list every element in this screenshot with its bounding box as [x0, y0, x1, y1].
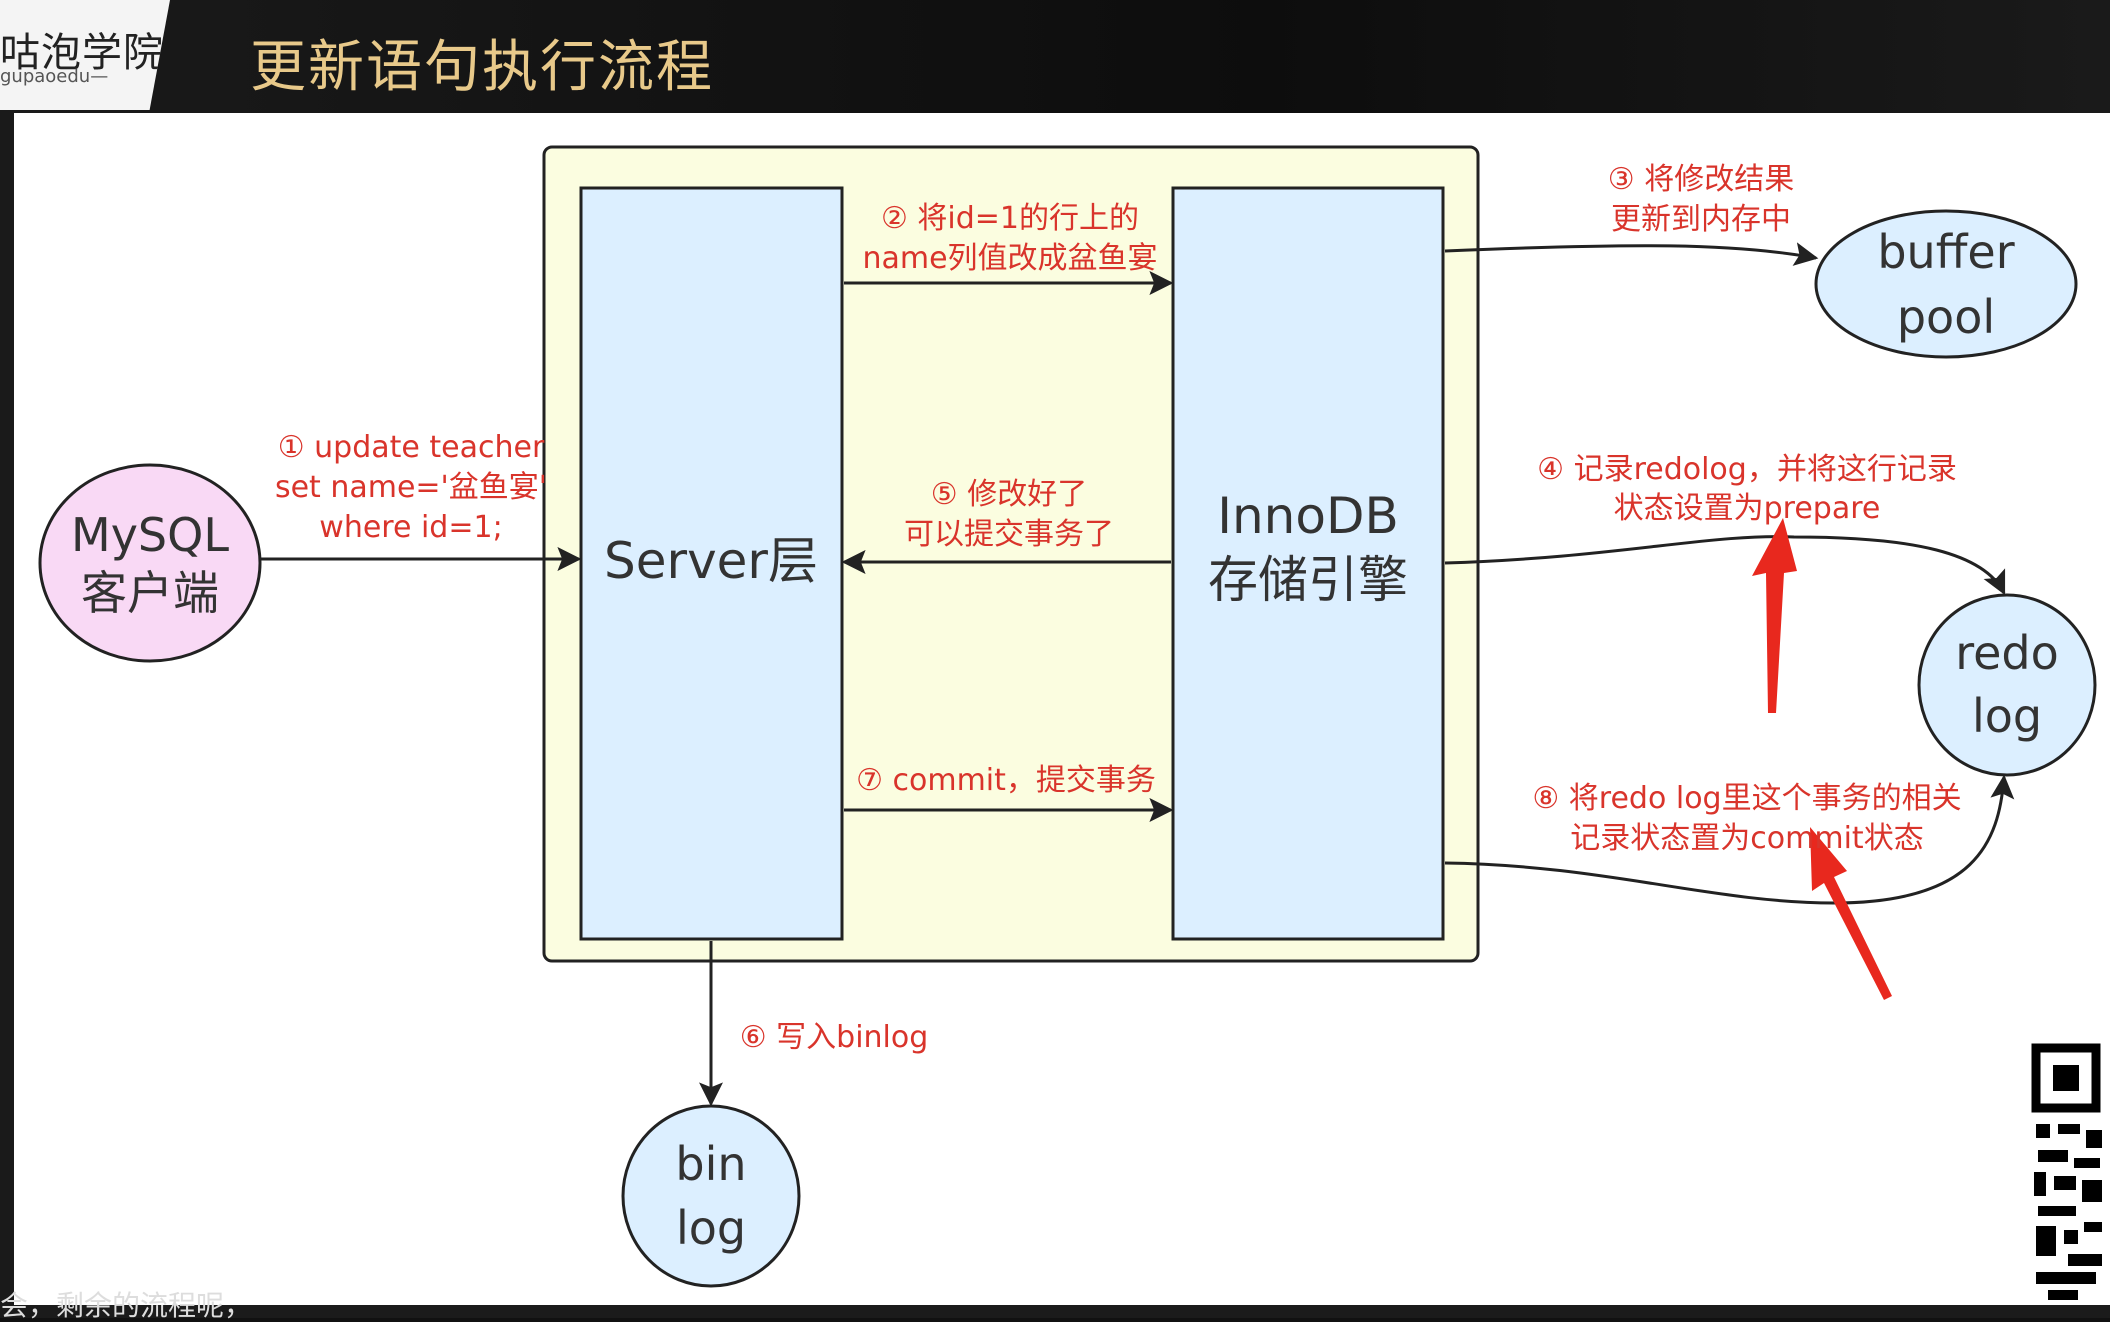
annotation-arrow-prepare	[1752, 518, 1797, 713]
step5-line2: 可以提交事务了	[904, 517, 1114, 552]
step1-line3: where id=1;	[319, 510, 502, 545]
step4-line1: ④ 记录redolog，并将这行记录	[1537, 452, 1957, 487]
step1-line2: set name='盆鱼宴'	[275, 470, 547, 505]
video-bottom-bar	[0, 1305, 2110, 1318]
mysql-client-node	[38, 463, 262, 663]
buffer-pool-node	[1814, 209, 2078, 359]
step8-line1: ⑧ 将redo log里这个事务的相关	[1532, 781, 1961, 816]
flow-diagram: Server层 InnoDB 存储引擎 MySQL 客户端 buffer poo…	[38, 145, 2097, 1288]
redo-log-line1: redo	[1955, 626, 2059, 680]
redo-log-line2: log	[1972, 689, 2042, 743]
step7-label: ⑦ commit，提交事务	[856, 763, 1156, 798]
slide-canvas: Server层 InnoDB 存储引擎 MySQL 客户端 buffer poo…	[14, 113, 2110, 1305]
step-labels: ① update teacher set name='盆鱼宴' where id…	[275, 162, 1962, 1055]
logo-text: 咕泡学院	[0, 30, 164, 76]
slide-header: 咕泡学院 gupaoedu— 更新语句执行流程	[0, 0, 2110, 113]
step6-label: ⑥ 写入binlog	[740, 1020, 929, 1055]
video-subtitle: 会，剩余的流程呢，	[0, 1289, 253, 1322]
arrow-innodb-to-buffer-pool	[1444, 242, 1819, 266]
step4-line2: 状态设置为prepare	[1614, 491, 1881, 526]
step2-line1: ② 将id=1的行上的	[881, 201, 1139, 236]
step5-line1: ⑤ 修改好了	[931, 477, 1087, 512]
step1-line1: ① update teacher	[278, 430, 545, 465]
step3-line2: 更新到内存中	[1611, 202, 1791, 237]
innodb-box	[1171, 186, 1445, 941]
step8-line2: 记录状态置为commit状态	[1570, 821, 1923, 856]
redo-log-node	[1917, 593, 2097, 777]
bin-log-node	[621, 1104, 801, 1288]
bin-log-line1: bin	[675, 1137, 746, 1191]
step2-line2: name列值改成盆鱼宴	[862, 241, 1157, 276]
arrow-innodb-to-redolog-prepare	[1444, 535, 2006, 596]
innodb-label-line2: 存储引擎	[1208, 551, 1408, 609]
logo: 咕泡学院 gupaoedu—	[0, 0, 170, 110]
client-label-line1: MySQL	[71, 508, 229, 562]
step3-line1: ③ 将修改结果	[1608, 162, 1794, 197]
server-layer-box	[579, 186, 844, 941]
buffer-pool-line1: buffer	[1877, 225, 2014, 279]
annotation-arrow-commit	[1810, 827, 1892, 1000]
page-title: 更新语句执行流程	[250, 35, 714, 100]
arrow-innodb-to-redolog-commit	[1444, 774, 2015, 905]
bin-log-line2: log	[676, 1201, 746, 1255]
qr-code	[2028, 1040, 2110, 1305]
video-left-edge	[0, 113, 14, 1305]
logo-subtext: gupaoedu—	[0, 66, 109, 87]
server-layer-label: Server层	[604, 532, 818, 590]
buffer-pool-line2: pool	[1897, 290, 1995, 344]
innodb-label-line1: InnoDB	[1217, 487, 1399, 545]
client-label-line2: 客户端	[81, 566, 219, 620]
